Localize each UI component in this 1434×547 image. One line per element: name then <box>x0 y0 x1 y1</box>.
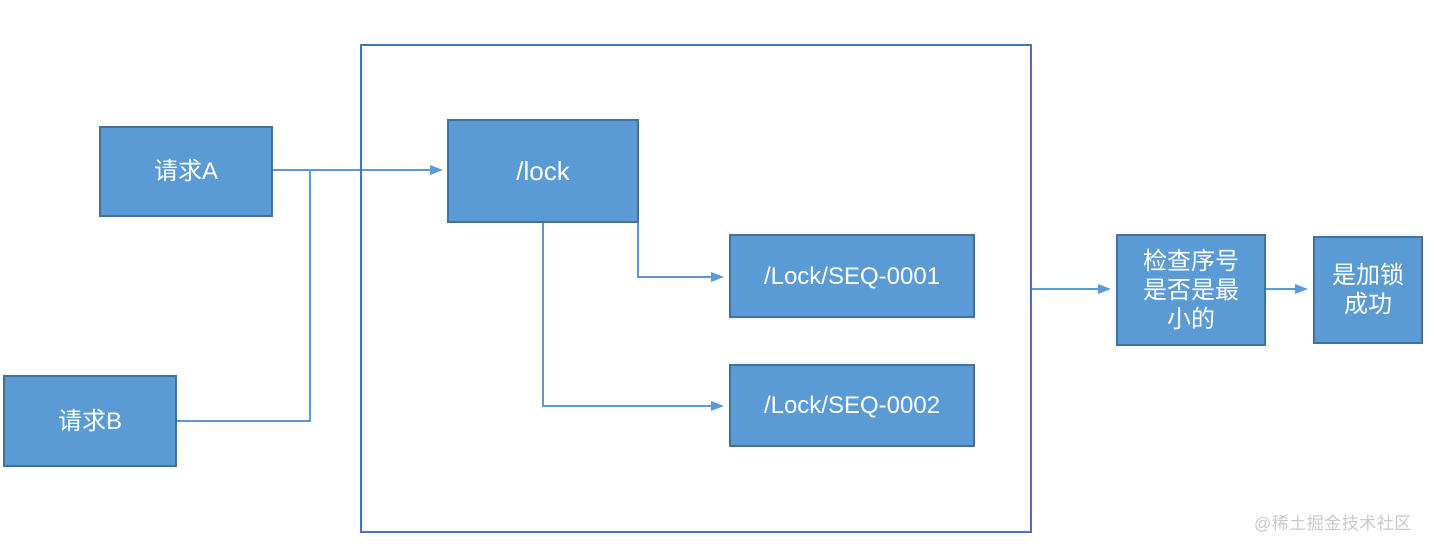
node-lock-seq-0001-label: /Lock/SEQ-0001 <box>763 262 941 290</box>
node-request-a-label: 请求A <box>153 158 218 185</box>
node-lock-seq-0002-label: /Lock/SEQ-0002 <box>763 392 941 419</box>
node-lock-success-line1: 是加锁 <box>1332 262 1404 289</box>
node-lock-success-line2: 成功 <box>1344 291 1392 318</box>
node-lock-label: /lock <box>516 155 570 186</box>
node-request-b: 请求B <box>3 375 177 467</box>
node-request-a: 请求A <box>99 126 273 217</box>
node-check-sequence: 检查序号 是否是最 小的 <box>1116 234 1266 346</box>
node-request-b-label: 请求B <box>57 407 122 435</box>
watermark: @稀土掘金技术社区 <box>1254 514 1412 533</box>
node-lock-success: 是加锁 成功 <box>1313 236 1423 344</box>
node-lock: /lock <box>447 119 639 223</box>
node-lock-seq-0002: /Lock/SEQ-0002 <box>729 364 975 447</box>
zookeeper-lock-container <box>360 44 1032 533</box>
node-check-sequence-line2: 是否是最 <box>1143 276 1239 304</box>
node-lock-seq-0001: /Lock/SEQ-0001 <box>729 234 975 318</box>
node-check-sequence-line1: 检查序号 <box>1143 247 1239 275</box>
node-check-sequence-line3: 小的 <box>1167 305 1215 333</box>
